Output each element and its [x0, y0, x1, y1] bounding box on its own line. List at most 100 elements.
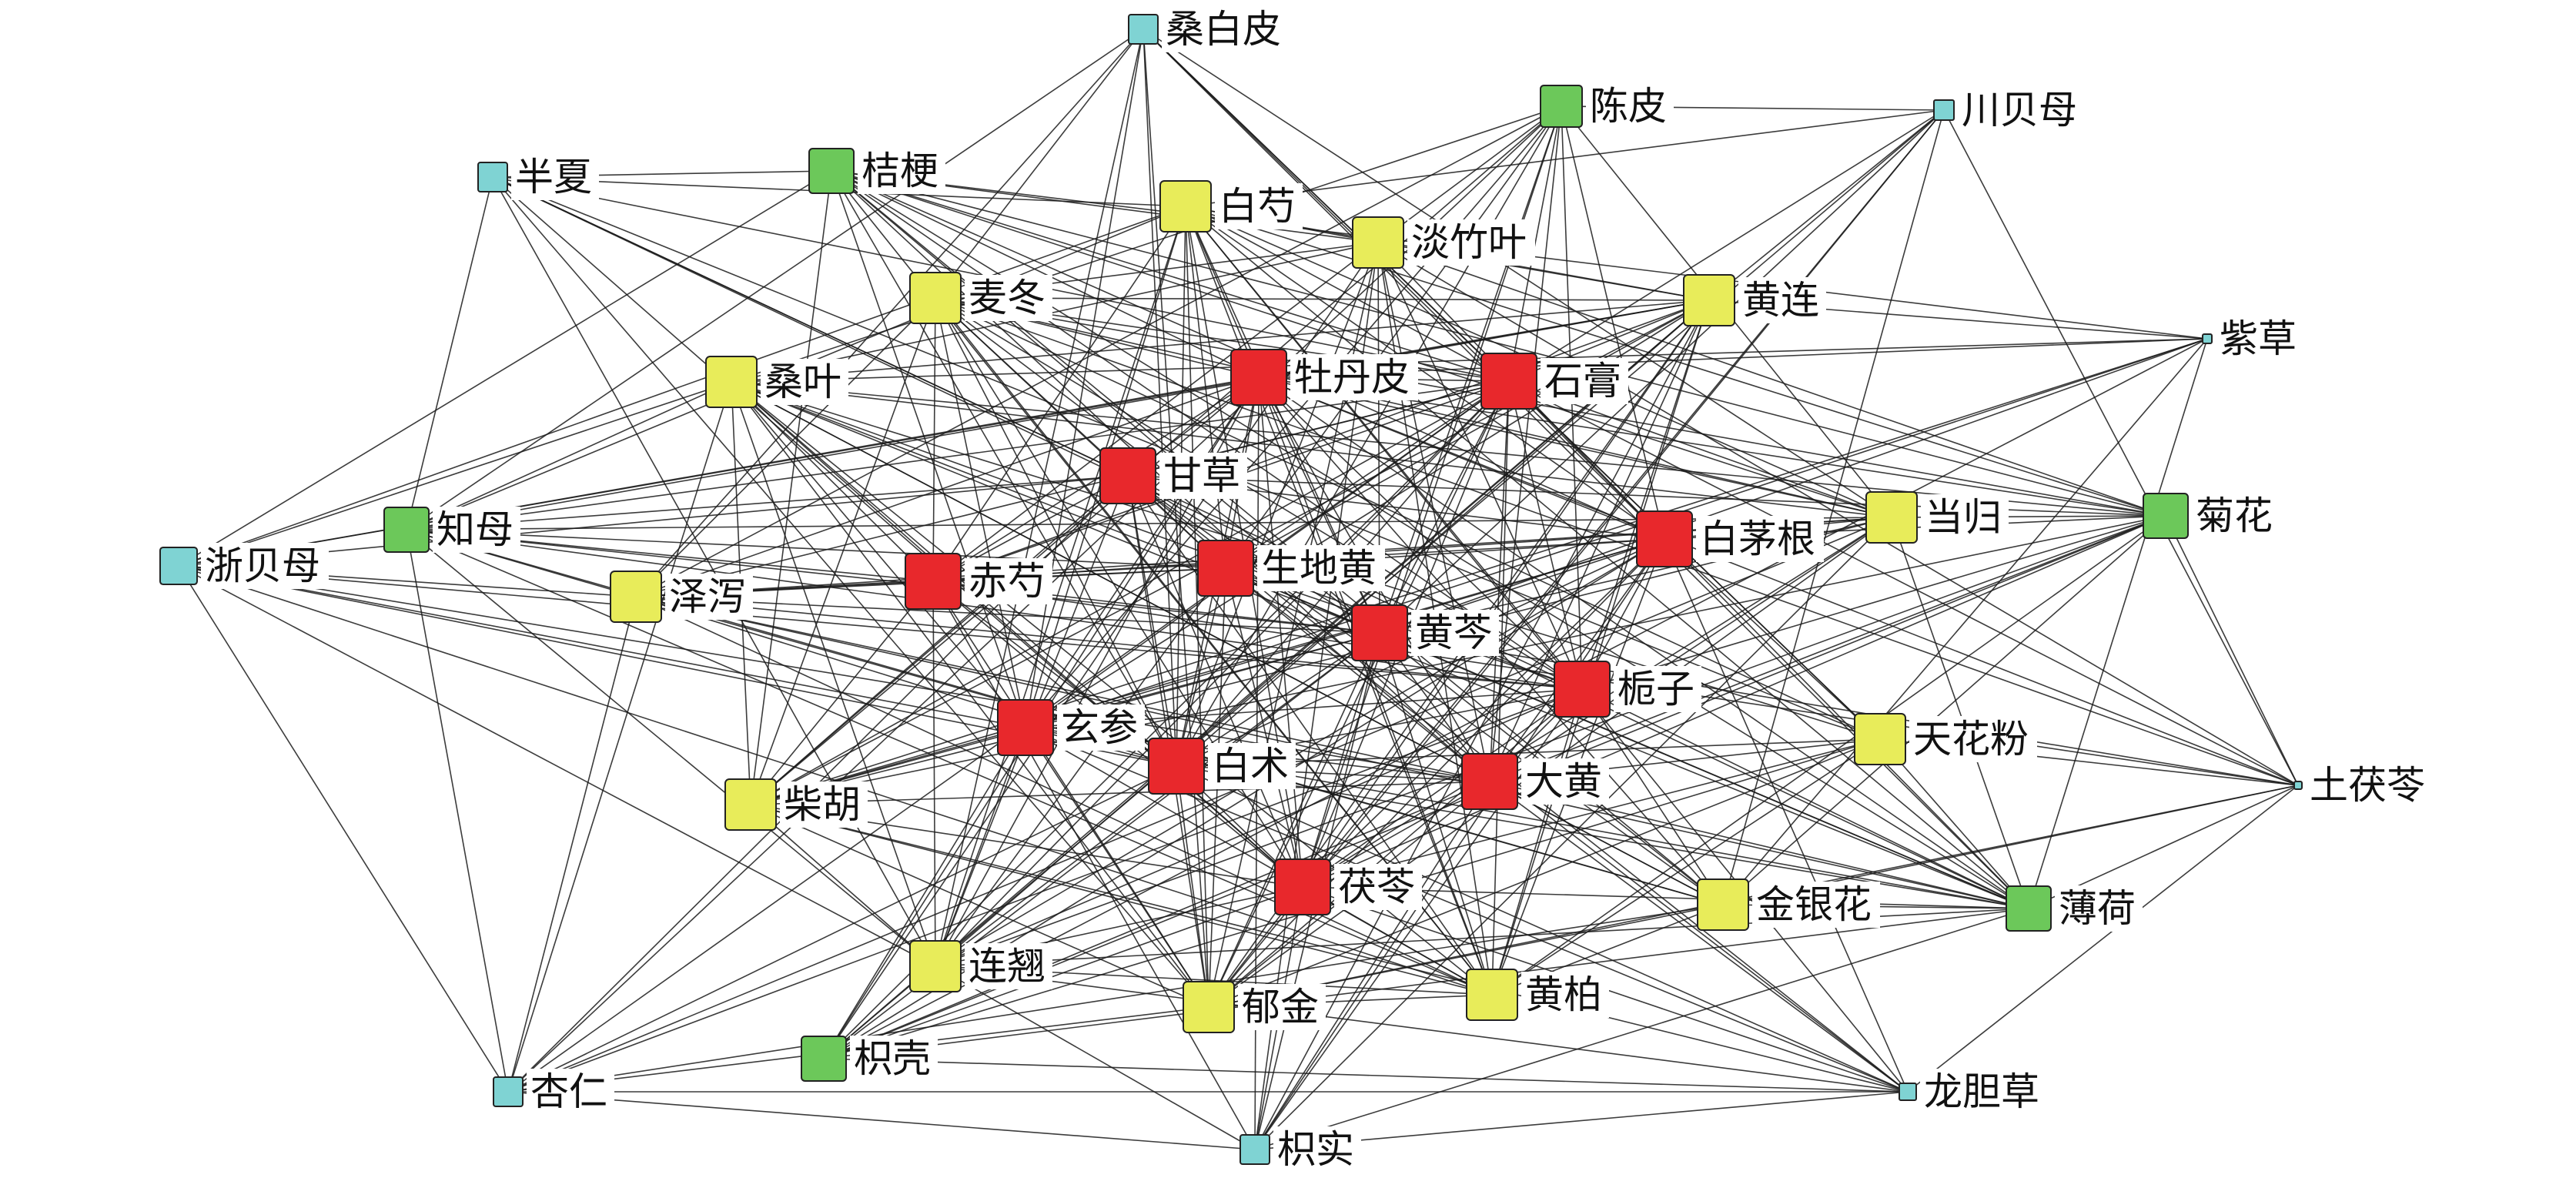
- node-jinyinhua: [1697, 878, 1749, 931]
- node-label-sangbaipi: 桑白皮: [1166, 7, 1281, 52]
- node-label-bg-danzhuye: [1407, 219, 1535, 266]
- edge-juhua-tufuling: [2165, 515, 2299, 786]
- edge-baishao-juhua: [1185, 206, 2166, 517]
- edge-ziCao-jinyinhua: [1722, 338, 2208, 905]
- edge-baimaogen-zexie: [635, 538, 1665, 597]
- node-sangye: [705, 356, 758, 408]
- edge-gancao-fuling: [1127, 475, 1303, 888]
- edge-bohe-zhishi: [1254, 908, 2029, 1150]
- edge-jiegeng-zhebeimu: [178, 170, 832, 567]
- edge-maidong-juhua: [935, 297, 2166, 517]
- edge-maidong-huanglian: [935, 297, 1710, 301]
- edge-sangye-yujin: [731, 381, 1209, 1008]
- edge-banxia-yujin: [492, 176, 1209, 1008]
- edge-fuling-bohe: [1302, 886, 2029, 909]
- edge-danggui-xingren: [507, 517, 1892, 1093]
- edge-zhizi-yujin: [1208, 688, 1583, 1008]
- edge-jiegeng-danggui: [831, 170, 1892, 518]
- node-label-bg-chaihu: [780, 781, 868, 828]
- edge-shigao-tianhuafen: [1508, 380, 1881, 740]
- edge-gancao-chaihu: [750, 475, 1129, 805]
- node-ziCao: [2202, 333, 2213, 344]
- node-label-xuanshen: 玄参: [1061, 705, 1138, 750]
- node-label-bg-tianhuafen: [1909, 716, 2037, 762]
- edge-danggui-dahuang: [1489, 517, 1892, 782]
- node-label-bg-mudanpi: [1290, 354, 1418, 400]
- edge-danggui-bohe: [1891, 517, 2029, 909]
- edge-danzhuye-sangye: [731, 242, 1379, 383]
- edge-sangye-juhua: [731, 381, 2166, 517]
- edge-shengdihuang-fuling: [1225, 567, 1303, 888]
- node-label-bg-baishao: [1215, 183, 1303, 229]
- node-label-baishao: 白芍: [1219, 184, 1296, 229]
- edge-shengdihuang-lianqiao: [935, 567, 1226, 967]
- label-layer: 桑白皮陈皮川贝母半夏桔梗白芍淡竹叶麦冬黄连紫草桑叶牡丹皮石膏甘草知母浙贝母白茅根…: [201, 6, 2434, 1173]
- edge-lianqiao-longdancao: [935, 965, 1909, 1093]
- edge-chuanbeimu-shigao: [1508, 109, 1945, 382]
- edge-jiegeng-baizhu: [831, 170, 1177, 767]
- edge-chenpi-sangye: [731, 105, 1562, 383]
- edge-xuanshen-yujin: [1025, 727, 1209, 1008]
- edge-jiegeng-shigao: [831, 170, 1510, 382]
- node-huangbai: [1466, 969, 1518, 1021]
- node-longdancao: [1899, 1083, 1917, 1101]
- edge-baimaogen-chaihu: [750, 538, 1665, 805]
- edge-lianqiao-zhishi: [935, 965, 1256, 1150]
- node-chenpi: [1540, 85, 1583, 128]
- node-zexie: [610, 571, 662, 623]
- node-label-bg-zhebeimu: [201, 543, 329, 589]
- edge-baishao-baimaogen: [1185, 206, 1665, 540]
- edge-maidong-zexie: [635, 297, 936, 597]
- edge-danzhuye-tufuling: [1377, 242, 2299, 786]
- node-label-banxia: 半夏: [515, 155, 592, 199]
- edge-mudanpi-xuanshen: [1025, 376, 1260, 728]
- node-label-zhike: 枳壳: [854, 1036, 931, 1081]
- node-baizhu: [1148, 738, 1205, 795]
- edge-baishao-shigao: [1185, 206, 1510, 382]
- node-label-gancao: 甘草: [1163, 453, 1240, 498]
- edge-zhebeimu-zhizi: [178, 565, 1583, 690]
- edge-xuanshen-lianqiao: [935, 727, 1026, 967]
- edge-jiegeng-chaihu: [750, 170, 832, 805]
- node-danggui: [1865, 491, 1918, 544]
- edge-baishao-longdancao: [1185, 206, 1909, 1093]
- edge-zhizi-lianqiao: [935, 688, 1583, 967]
- edge-shigao-zexie: [635, 380, 1510, 597]
- edge-baizhu-bohe: [1176, 765, 2029, 909]
- edge-gancao-dahuang: [1127, 475, 1490, 782]
- node-zhishi: [1239, 1134, 1270, 1165]
- node-label-bg-longdancao: [1920, 1069, 2048, 1115]
- node-label-lianqiao: 连翘: [969, 944, 1045, 989]
- node-xingren: [493, 1076, 524, 1107]
- node-label-maidong: 麦冬: [969, 276, 1045, 320]
- node-label-jiegeng: 桔梗: [861, 149, 938, 193]
- node-zhizi: [1554, 661, 1611, 718]
- edge-zexie-huangbai: [635, 596, 1493, 996]
- node-shigao: [1480, 353, 1537, 410]
- node-baimaogen: [1636, 510, 1693, 567]
- edge-juhua-lianqiao: [935, 515, 2166, 967]
- node-label-huangbai: 黄柏: [1525, 972, 1602, 1017]
- edge-baishao-lianqiao: [935, 206, 1186, 967]
- edge-zhizi-xingren: [507, 688, 1583, 1093]
- edge-juhua-jinyinhua: [1722, 515, 2166, 905]
- edge-baimaogen-fuling: [1302, 538, 1665, 888]
- edge-chaihu-lianqiao: [750, 804, 936, 967]
- edge-xuanshen-zhike: [823, 727, 1026, 1059]
- edge-shengdihuang-longdancao: [1225, 567, 1909, 1093]
- node-label-juhua: 菊花: [2196, 494, 2273, 538]
- edge-maidong-chaihu: [750, 297, 936, 805]
- edge-shigao-shengdihuang: [1225, 380, 1510, 569]
- edge-zhimu-huangqin: [406, 529, 1380, 634]
- edge-dahuang-longdancao: [1489, 781, 1909, 1093]
- edge-zhebeimu-lianqiao: [178, 565, 936, 967]
- node-label-bg-baizhu: [1208, 743, 1296, 789]
- edge-huanglian-chishao: [932, 300, 1710, 582]
- edge-sangbaipi-yujin: [1142, 28, 1209, 1008]
- edge-chuanbeimu-tufuling: [1943, 109, 2299, 786]
- node-label-jinyinhua: 金银花: [1756, 882, 1872, 927]
- node-tufuling: [2293, 781, 2303, 790]
- edge-huangqin-tufuling: [1379, 632, 2299, 786]
- node-label-baizhu: 白术: [1212, 744, 1289, 788]
- node-label-bg-juhua: [2192, 493, 2280, 539]
